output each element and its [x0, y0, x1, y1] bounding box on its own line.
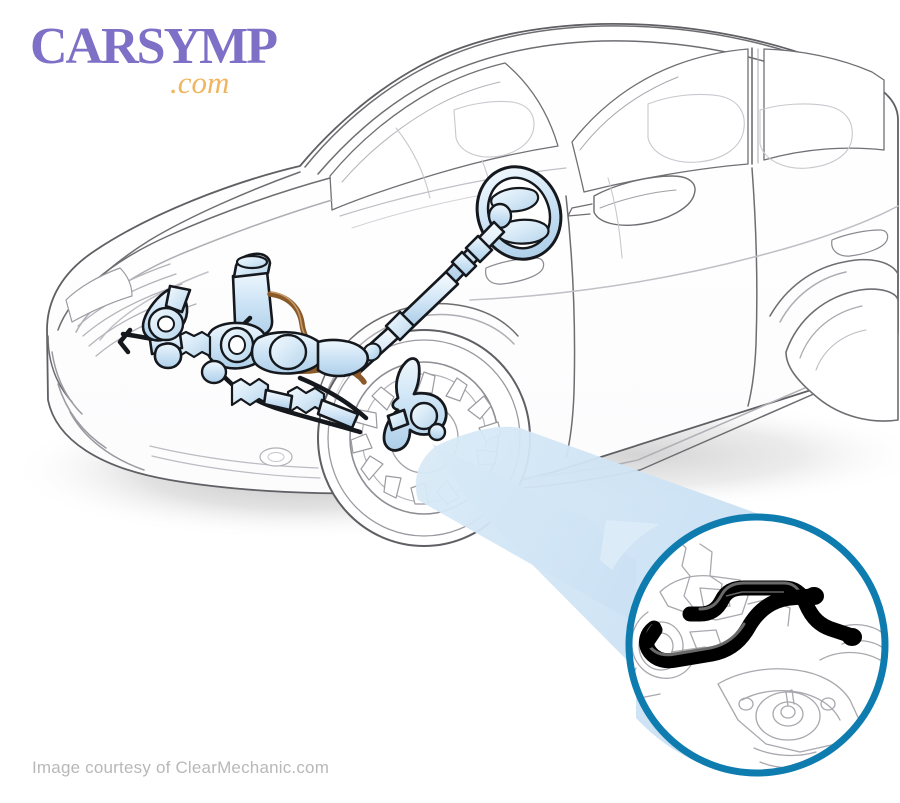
roof-inner-line: [317, 40, 859, 175]
door-handle-rear: [831, 229, 889, 257]
rear-door-window: [763, 48, 885, 161]
image-credit-caption: Image courtesy of ClearMechanic.com: [32, 758, 330, 777]
rack-tube-right: [297, 375, 369, 421]
pump-pulley-inner: [228, 335, 246, 355]
knuckle-link-left: [117, 327, 133, 355]
sway-bar-upper-highlight: [698, 581, 804, 611]
outer-tie-rod: [262, 388, 294, 412]
sway-bar-bushing-right-lower: [804, 587, 824, 605]
rear-door-shutline: [747, 167, 758, 407]
reservoir-cap-top: [235, 254, 269, 270]
rear-fender-arch-2: [779, 271, 847, 323]
sway-bar-end-left: [641, 623, 663, 649]
inset-ring: [625, 513, 889, 777]
rack-boot-left: [176, 330, 212, 359]
left-knuckle-hub-inner: [157, 315, 175, 333]
magnifier-cone-beam-main: [415, 426, 770, 620]
rack-tube-lower: [209, 357, 363, 435]
tie-rod-right: [316, 398, 360, 430]
windshield: [329, 62, 559, 211]
lower-grille-2: [151, 455, 321, 479]
sway-bar-upper: [682, 580, 860, 644]
rack-right-housing: [316, 338, 370, 378]
rear-wheel: [785, 288, 899, 422]
front-window-trim: [579, 76, 679, 151]
magnifier-cone-tail: [600, 520, 660, 570]
logo-domain: .com: [170, 65, 229, 100]
left-ball-joint: [153, 342, 183, 370]
roof-line: [304, 25, 870, 168]
front-bumper-mid: [51, 351, 83, 415]
right-ball-joint: [427, 422, 447, 442]
column-collar-1: [464, 234, 494, 264]
steering-rack: [148, 321, 370, 430]
lower-grille: [149, 445, 319, 469]
front-bumper-low: [57, 383, 107, 449]
side-mirror: [593, 175, 696, 226]
sway-bar-link: [639, 580, 862, 669]
rear-fender-arch: [769, 258, 899, 317]
right-knuckle-steering-arm: [386, 408, 410, 432]
mirror-stalk: [567, 203, 593, 217]
dashboard: [339, 167, 567, 217]
rack-pinion-flange: [268, 333, 308, 371]
inset-background: [632, 520, 882, 770]
sway-bar-bushing-right-upper: [842, 628, 862, 646]
front-door-shutline: [565, 195, 576, 459]
fog-lamp-inner: [267, 452, 285, 462]
headlight: [65, 267, 133, 323]
body-side-crease: [469, 205, 899, 301]
right-steering-knuckle: [382, 357, 448, 452]
side-mirror-detail: [599, 189, 677, 209]
front-lower-valance: [69, 411, 145, 471]
sway-bar-gloss: [671, 591, 784, 653]
left-steering-knuckle: [141, 284, 192, 370]
front-door-window: [571, 48, 749, 193]
windshield-inner: [341, 81, 501, 183]
tie-rod-end-ball: [200, 359, 228, 385]
left-knuckle-upper: [164, 284, 192, 314]
right-knuckle-hub: [409, 401, 439, 431]
column-collar-2: [450, 250, 478, 278]
logo-wordmark: CARSYMP: [30, 20, 277, 75]
carsymp-logo[interactable]: CARSYMP .com: [30, 20, 300, 100]
